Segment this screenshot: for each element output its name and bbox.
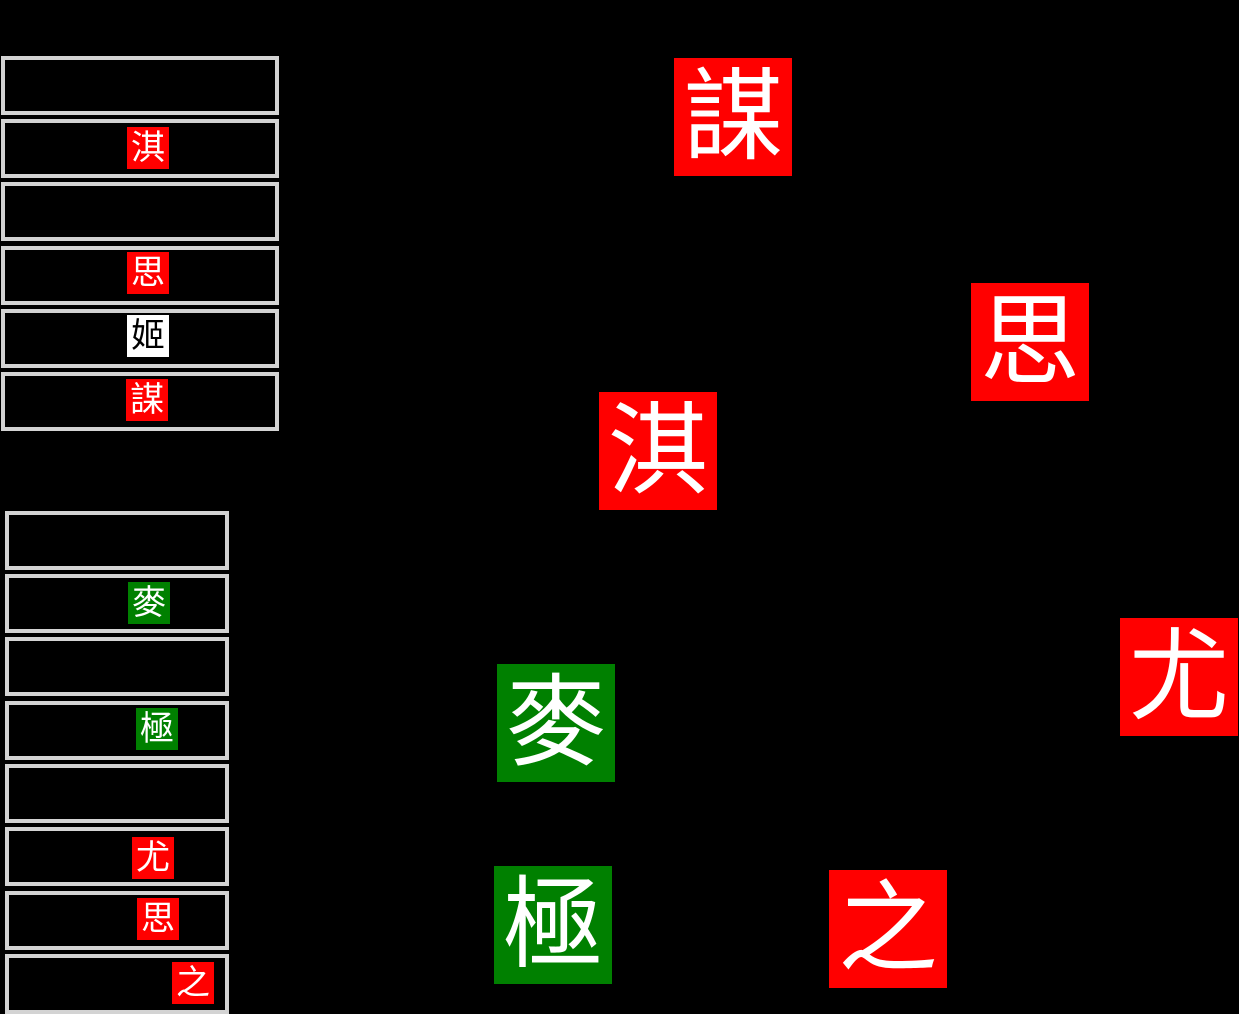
top-slot-4-tile[interactable]: 思 [127, 252, 169, 294]
bottom-slot-6-tile[interactable]: 尤 [132, 837, 174, 879]
top-slot-3[interactable] [1, 182, 279, 241]
bottom-slot-6[interactable] [5, 827, 229, 886]
board-tile-you[interactable]: 尤 [1120, 618, 1238, 736]
top-slot-1[interactable] [1, 56, 279, 115]
bottom-slot-7[interactable] [5, 891, 229, 950]
board-tile-si[interactable]: 思 [971, 283, 1089, 401]
bottom-slot-3[interactable] [5, 637, 229, 696]
top-slot-6-tile[interactable]: 謀 [126, 379, 168, 421]
bottom-slot-5[interactable] [5, 764, 229, 823]
bottom-slot-8-tile[interactable]: 之 [172, 962, 214, 1004]
bottom-slot-2-tile[interactable]: 麥 [128, 582, 170, 624]
board-tile-qi[interactable]: 淇 [599, 392, 717, 510]
bottom-slot-7-tile[interactable]: 思 [137, 898, 179, 940]
board-tile-ji[interactable]: 極 [494, 866, 612, 984]
board-tile-mou[interactable]: 謀 [674, 58, 792, 176]
top-slot-2-tile[interactable]: 淇 [127, 127, 169, 169]
bottom-slot-4[interactable] [5, 701, 229, 760]
bottom-slot-2[interactable] [5, 574, 229, 633]
top-slot-5-tile[interactable]: 姬 [127, 315, 169, 357]
bottom-slot-1[interactable] [5, 511, 229, 570]
bottom-slot-4-tile[interactable]: 極 [136, 708, 178, 750]
board-tile-mai[interactable]: 麥 [497, 664, 615, 782]
board-tile-zhi[interactable]: 之 [829, 870, 947, 988]
